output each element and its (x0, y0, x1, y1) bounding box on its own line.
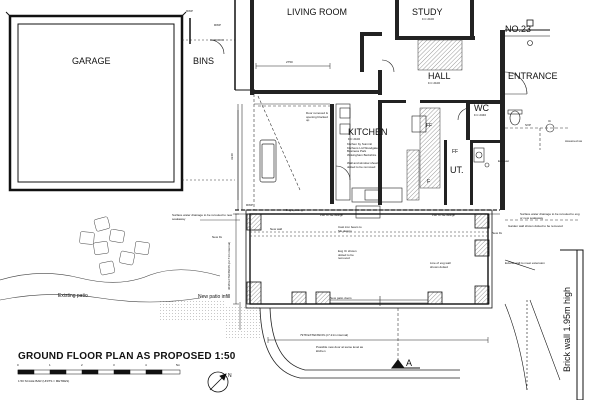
scale-tick-2: 2 (81, 363, 83, 367)
room-label-wc: WC (474, 103, 489, 113)
room-label-ut: UT. (450, 165, 464, 175)
extension-piers (246, 213, 490, 305)
cut-line (257, 95, 330, 191)
room-label-garage: GARAGE (72, 56, 111, 66)
patio-doors (330, 296, 428, 306)
svp-label: SVP (525, 123, 532, 127)
dimension-lines (233, 63, 489, 343)
garage-outline (5, 11, 187, 192)
rwp-label-3: RWP (246, 203, 253, 207)
room-code-kitchen: F.C 2100 (348, 137, 361, 141)
rwp-label-2: RWP (214, 23, 221, 27)
annotation-garden-wall: Garden wall shown dotted to be removed (508, 224, 563, 228)
scale-tick-3: 3 (113, 363, 115, 367)
north-label: N (228, 373, 232, 379)
annotation-assumed-sw: Assumed sw (565, 139, 583, 143)
drawing-title: GROUND FLOOR PLAN AS PROPOSED 1:50 (18, 351, 236, 362)
rwp-label-1: RWP (186, 9, 193, 13)
fixture-f: F (427, 179, 431, 185)
stair-hatch (406, 39, 463, 201)
north-arrow-icon (207, 371, 229, 393)
annotation-exg-ic: Exg IC shown dotted to be removed (338, 249, 357, 261)
annotation-extend-wall: Extend wall to meet extension (505, 261, 545, 265)
wc-fixtures (473, 109, 523, 168)
patio-dotted-area (160, 300, 260, 340)
ic-label: IC (548, 119, 551, 123)
room-code-study: F.C 2100 (422, 17, 435, 21)
room-label-living-room: LIVING ROOM (287, 7, 348, 17)
bins-walls (189, 0, 255, 91)
scale-bar-caption: 1:50 SCALE BAR (UNITS = METRES) (18, 379, 70, 383)
room-label-study: STUDY (412, 7, 443, 17)
drainage-line (505, 127, 580, 221)
annotation-wall-removed: Wall and window shown dotted to be remov… (347, 161, 379, 169)
brick-wall (504, 249, 584, 400)
dim-extension-vertical: 3038 EXTENSION (c2.71m internal) (227, 241, 231, 290)
annotation-new-patio-doors: New patio doors (330, 296, 352, 300)
sofa (259, 139, 277, 183)
room-code-wc: F.C 2340 (474, 113, 487, 117)
scale-tick-0: 0 (17, 363, 19, 367)
annotation-new-wall: New wall (270, 227, 283, 231)
annotation-brick-wall: Brick wall 1.95m high (562, 286, 572, 372)
annotation-kitchen-note: Kitchen by Summit Kitchens Ltd Woodgate … (347, 142, 378, 157)
garage-wall-dashes (182, 39, 235, 181)
extension-walls (245, 209, 493, 309)
annotation-possible-new-door: Possible new door at same level as kitch… (316, 345, 364, 353)
annotation-new-ig-2: New IG (492, 231, 503, 235)
room-code-hall: F.C 2100 (428, 81, 441, 85)
room-label-entrance: ENTRANCE (508, 71, 558, 81)
annotation-line-of-exg: Line of exg wall shown dotted (430, 261, 451, 269)
room-label-no23: NO.23 (505, 24, 532, 34)
annotation-surface-water-right: Surface water drainage to be rerouted to… (520, 212, 580, 220)
annotation-pier-right: Pier to SE design (432, 213, 456, 217)
annotation-door-removed: Door removed & opening blocked up (306, 111, 328, 123)
fixture-ff: FF (426, 123, 433, 129)
neighbour-boundary (505, 19, 550, 46)
scale-tick-4: 4 (145, 363, 147, 367)
section-label-a: A (406, 358, 413, 368)
scale-tick-5m: 5m (176, 363, 181, 367)
section-marker (391, 308, 420, 369)
annotation-pier-left: Pier to SE design (320, 213, 344, 217)
annotation-exg-opening: Exg opening (286, 208, 303, 212)
exhaust-label: Exhaust (498, 159, 509, 163)
dim-extension-horizontal: 7978 EXTENSION (c7.21m internal) (300, 333, 349, 337)
stepping-stones (79, 216, 150, 276)
dim-3340: 3340 (230, 153, 234, 160)
patio-curve (259, 307, 460, 379)
annotation-cast-iron: Cast iron beam to SE design (338, 225, 362, 233)
annotation-surface-water-left: Surface water drainage to be rerouted to… (172, 213, 233, 221)
kitchen-units (335, 103, 427, 219)
room-label-hall: HALL (428, 71, 451, 81)
annotation-new-ig: New IG (212, 235, 223, 239)
inspection-chamber (545, 123, 555, 133)
house-walls (250, 0, 505, 210)
annotation-existing-patio: Existing patio (58, 293, 88, 299)
garden-paths (0, 219, 241, 330)
scale-bar (17, 369, 181, 375)
entrance-doors (335, 59, 528, 181)
annotation-new-patio: New patio infill (198, 294, 231, 300)
room-label-bins: BINS (193, 56, 215, 66)
dim-2750: 2750 (286, 60, 293, 64)
fixture-ff-2: FF (452, 149, 459, 155)
scale-tick-1: 1 (49, 363, 51, 367)
room-label-kitchen: KITCHEN (348, 127, 388, 137)
new-walls-dashed (250, 231, 488, 237)
